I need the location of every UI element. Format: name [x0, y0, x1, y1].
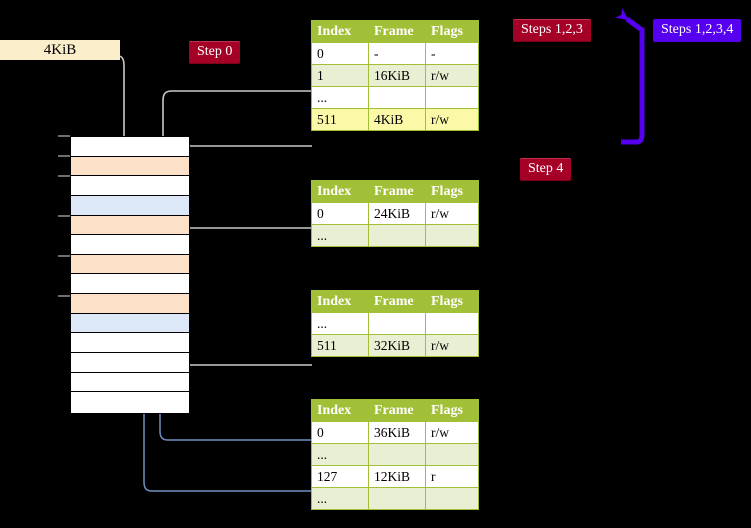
column-header-flags: Flags — [425, 20, 479, 43]
connector-l2-row0 — [181, 227, 312, 266]
memory-frame-row — [71, 274, 189, 295]
steps-1234-badge: Steps 1,2,3,4 — [653, 19, 742, 42]
connector-l3-row511 — [181, 306, 312, 366]
cell-frame: 12KiB — [368, 465, 426, 488]
column-header-frame: Frame — [368, 290, 426, 313]
column-header-index: Index — [311, 290, 369, 313]
column-header-index: Index — [311, 180, 369, 203]
column-header-flags: Flags — [425, 180, 479, 203]
cell-flags: r/w — [425, 334, 479, 357]
memory-frame-row — [71, 254, 189, 275]
cell-index: 0 — [311, 202, 369, 225]
cell-flags: - — [425, 42, 479, 65]
memory-frame-row — [71, 176, 189, 196]
memory-frame-row — [71, 372, 189, 393]
cell-flags: r/w — [425, 202, 479, 225]
cell-index: 127 — [311, 465, 369, 488]
cell-frame: 36KiB — [368, 421, 426, 444]
column-header-frame: Frame — [368, 20, 426, 43]
cell-frame: 24KiB — [368, 202, 426, 225]
cell-index: 1 — [311, 64, 369, 87]
cell-frame: 4KiB — [368, 108, 426, 131]
memory-frame-row — [71, 294, 189, 314]
table-row: ... — [311, 86, 479, 109]
cell-frame — [368, 312, 426, 335]
cell-index: 511 — [311, 108, 369, 131]
memory-frame-row — [71, 235, 189, 255]
cell-flags — [425, 86, 479, 109]
table-row: ... — [311, 224, 479, 247]
cell-index: ... — [311, 224, 369, 247]
cell-flags: r — [425, 465, 479, 488]
cell-flags: r/w — [425, 64, 479, 87]
cell-index: ... — [311, 312, 369, 335]
column-header-index: Index — [311, 399, 369, 422]
memory-frame-row — [71, 137, 189, 157]
steps-bracket-arrow — [614, 7, 645, 145]
step-0-badge: Step 0 — [189, 41, 241, 64]
physical-memory-column — [70, 136, 190, 414]
cell-frame: - — [368, 42, 426, 65]
memory-frame-row — [71, 313, 189, 334]
table-row: ... — [311, 443, 479, 466]
connector-l1-row511 — [177, 145, 312, 162]
memory-frame-row — [71, 195, 189, 216]
steps-123-badge: Steps 1,2,3 — [513, 19, 591, 42]
cell-flags — [425, 487, 479, 510]
cell-frame: 16KiB — [368, 64, 426, 87]
cell-index: 511 — [311, 334, 369, 357]
cell-frame: 32KiB — [368, 334, 426, 357]
memory-frame-row — [71, 333, 189, 354]
column-header-index: Index — [311, 20, 369, 43]
table-row: ... — [311, 487, 479, 510]
step-4-badge: Step 4 — [520, 158, 572, 181]
cell-index: 0 — [311, 42, 369, 65]
column-header-flags: Flags — [425, 290, 479, 313]
table-row: ... — [311, 312, 479, 335]
size-label-4kib: 4KiB — [0, 40, 120, 60]
memory-tick-marks — [58, 135, 70, 297]
column-header-frame: Frame — [368, 180, 426, 203]
cell-flags: r/w — [425, 421, 479, 444]
cell-index: 0 — [311, 421, 369, 444]
column-header-flags: Flags — [425, 399, 479, 422]
cell-frame — [368, 487, 426, 510]
cell-index: ... — [311, 86, 369, 109]
memory-frame-row — [71, 156, 189, 177]
table-row: 0-- — [311, 42, 479, 65]
cell-index: ... — [311, 443, 369, 466]
cell-flags — [425, 312, 479, 335]
cell-flags — [425, 224, 479, 247]
cell-frame — [368, 443, 426, 466]
memory-frame-row — [71, 353, 189, 373]
cell-index: ... — [311, 487, 369, 510]
cell-flags — [425, 443, 479, 466]
cell-frame — [368, 224, 426, 247]
memory-frame-row — [71, 215, 189, 236]
memory-frame-row — [71, 392, 189, 412]
cell-frame — [368, 86, 426, 109]
cell-flags: r/w — [425, 108, 479, 131]
column-header-frame: Frame — [368, 399, 426, 422]
